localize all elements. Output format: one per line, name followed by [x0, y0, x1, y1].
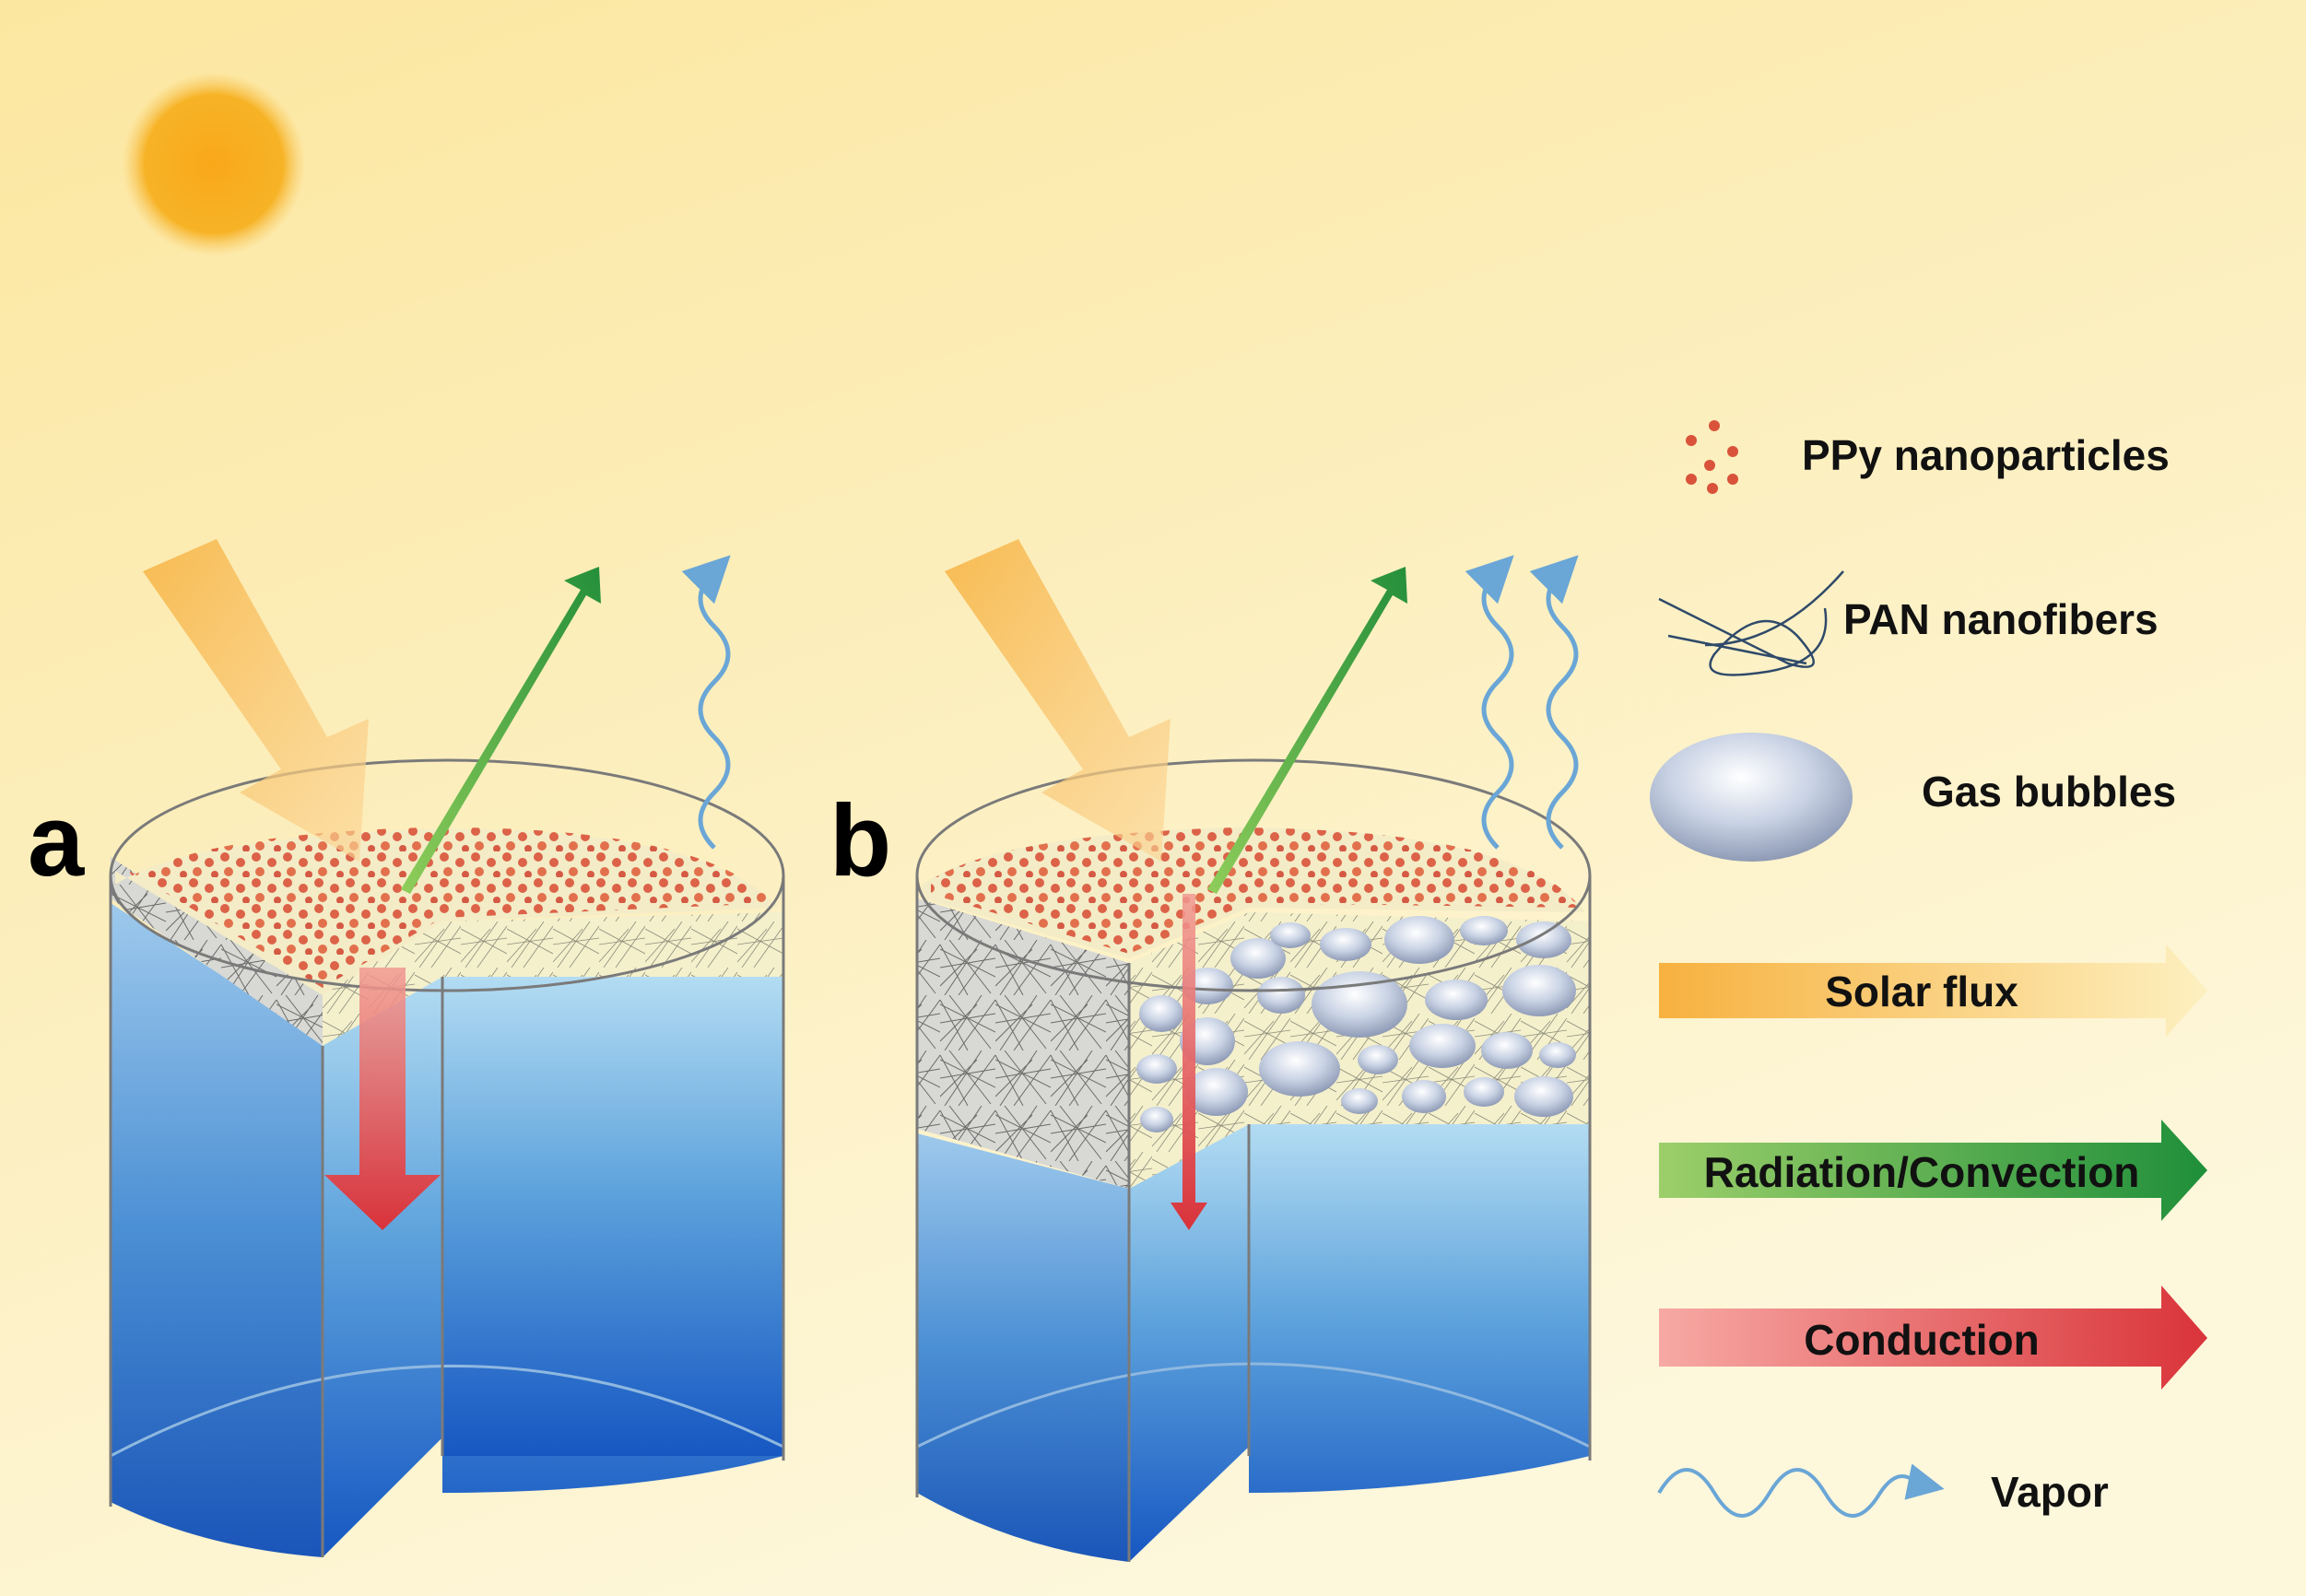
fiber-layer-side-a: [111, 857, 323, 1046]
radiation-arrow-a: [401, 567, 601, 894]
panel-b: b: [829, 539, 1592, 1562]
container-walls-a: [109, 875, 785, 1557]
water-side-b: [917, 1133, 1129, 1562]
radiation-convection-arrow: [1659, 1120, 2207, 1221]
solar-flux-arrow: [1659, 945, 2207, 1037]
panel-a: a: [28, 539, 785, 1557]
container-bottom-b: [916, 1362, 1591, 1449]
water-front-b: [1129, 1124, 1590, 1562]
legend-solar-label: Solar flux: [1825, 968, 2018, 1015]
water-side-a: [111, 903, 323, 1557]
conduction-arrow-b: [1171, 894, 1207, 1230]
ppy-layer-a: [124, 827, 774, 988]
fiber-layer-side-b: [917, 898, 1129, 1189]
legend-pan-label: PAN nanofibers: [1843, 595, 2159, 643]
ppy-dots-icon: [1686, 420, 1738, 494]
vapor-wave-icon: [1657, 1463, 1945, 1518]
panel-label-b: b: [829, 784, 891, 898]
sun-icon: [122, 72, 306, 256]
fiber-layer-front-a: [323, 912, 783, 1046]
vapor-wave-b2: [1529, 555, 1579, 850]
water-front-a: [442, 977, 783, 1456]
legend-vapor-label: Vapor: [1991, 1468, 2109, 1516]
conduction-arrow-a: [324, 968, 441, 1230]
panel-label-a: a: [28, 784, 85, 898]
container-walls-b: [915, 875, 1592, 1562]
container-bottom-a: [110, 1364, 784, 1458]
conduction-arrow: [1659, 1285, 2207, 1390]
legend-radiation-label: Radiation/Convection: [1704, 1148, 2140, 1196]
legend-ppy-label: PPy nanoparticles: [1802, 431, 2170, 479]
legend: PPy nanoparticles PAN nanofibers Gas bub…: [1650, 420, 2207, 1518]
bubble-layer-b: [1129, 912, 1590, 1189]
solar-arrow-a: [143, 539, 369, 862]
gas-bubble-icon: [1650, 733, 1853, 862]
fiber-scribble-icon: [1658, 570, 1844, 676]
legend-bubbles-label: Gas bubbles: [1922, 768, 2176, 816]
radiation-arrow-b: [1207, 567, 1407, 894]
ppy-layer-b: [931, 827, 1581, 954]
solar-arrow-b: [945, 539, 1171, 862]
vapor-wave-b1: [1465, 555, 1514, 850]
legend-conduction-label: Conduction: [1804, 1316, 2040, 1364]
vapor-wave-a: [681, 555, 731, 850]
